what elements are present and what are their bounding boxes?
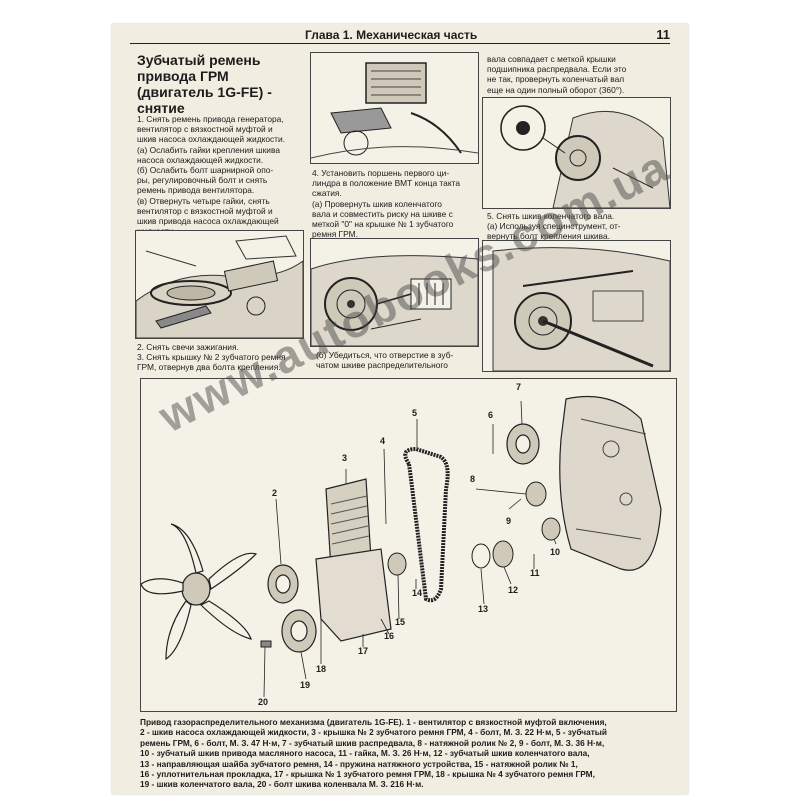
- callout-2: 2: [272, 488, 278, 498]
- figure-cover-removal: [310, 52, 479, 164]
- step4b-text: (б) Убедиться, что отверстие в зуб- чато…: [316, 350, 453, 370]
- callout-18: 18: [316, 664, 327, 674]
- text-line: (а) Провернуть шкив коленчатого: [312, 198, 442, 209]
- caption-line: 19 - шкив коленчатого вала, 20 - болт шк…: [140, 779, 424, 790]
- text-line: вентилятор с вязкостной муфтой и: [137, 205, 273, 216]
- callout-8: 8: [470, 474, 476, 484]
- text-line: (а) Используя специнструмент, от-: [487, 221, 621, 232]
- text-line: (б) Ослабить болт шарнирной опо-: [137, 165, 274, 176]
- caption-line: 2 - шкив насоса охлаждающей жидкости, 3 …: [140, 727, 607, 738]
- caption-line: 13 - направляющая шайба зубчатого ремня,…: [140, 758, 578, 769]
- callout-16: 16: [384, 631, 395, 641]
- callout-5: 5: [412, 408, 418, 418]
- callout-11: 11: [530, 568, 540, 578]
- text-line: вала совпадает с меткой крышки: [487, 54, 616, 64]
- figure-cam-pulley: [482, 97, 671, 209]
- section-title-line: привода ГРМ: [137, 68, 229, 84]
- step4-text: 4. Установить поршень первого ци- линдра…: [312, 168, 460, 239]
- section-title-line: снятие: [137, 100, 185, 116]
- text-line: 4. Установить поршень первого ци-: [312, 168, 450, 178]
- text-line: чатом шкиве распределительного: [316, 360, 448, 371]
- text-line: ремень привода вентилятора.: [137, 185, 255, 196]
- text-line: меткой "0" на крышке № 1 зубчатого: [312, 219, 454, 230]
- text-line: насоса охлаждающей жидкости.: [137, 154, 264, 165]
- text-line: еще на один полный оборот (360°).: [487, 84, 625, 95]
- callout-14: 14: [412, 588, 423, 598]
- text-line: ГРМ, отвернув два болта крепления.: [137, 362, 281, 373]
- text-line: шкив привода насоса охлаждающей: [137, 216, 279, 227]
- text-line: (б) Убедиться, что отверстие в зуб-: [316, 350, 454, 360]
- chapter-title: Глава 1. Механическая часть: [305, 28, 478, 42]
- caption-line: 10 - зубчатый шкив привода масляного нас…: [140, 748, 590, 759]
- text-line: вентилятор с вязкостной муфтой и: [137, 124, 273, 135]
- callout-12: 12: [508, 585, 519, 595]
- header-divider: [130, 43, 670, 44]
- callout-10: 10: [550, 547, 561, 557]
- text-line: 2. Снять свечи зажигания.: [137, 342, 239, 352]
- section-title-line: Зубчатый ремень: [137, 52, 261, 68]
- text-line: (в) Отвернуть четыре гайки, снять: [137, 195, 270, 206]
- text-line: подшипника распредвала. Если это: [487, 64, 627, 75]
- callout-17: 17: [358, 646, 369, 656]
- callout-19: 19: [300, 680, 311, 690]
- callout-15: 15: [395, 617, 406, 627]
- callout-3: 3: [342, 453, 348, 463]
- step5-text: 5. Снять шкив коленчатого вала. (а) Испо…: [487, 211, 621, 242]
- caption-line: ремень ГРМ, 6 - болт, М. З. 47 Н·м, 7 - …: [140, 737, 605, 748]
- page-number: 11: [656, 27, 670, 42]
- text-line: не так, провернуть коленчатый вал: [487, 74, 625, 85]
- callout-7: 7: [516, 382, 522, 392]
- text-line: ры, регулировочный болт и снять: [137, 175, 268, 186]
- figure-caption: Привод газораспределительного механизма …: [140, 717, 685, 790]
- text-line: сжатия.: [312, 188, 342, 199]
- text-line: вернуть болт крепления шкива.: [487, 231, 610, 242]
- step2-3-text: 2. Снять свечи зажигания. 3. Снять крышк…: [137, 342, 286, 373]
- figure-fan-belt: [135, 230, 304, 339]
- callout-13: 13: [478, 604, 489, 614]
- callout-4: 4: [380, 436, 386, 446]
- text-line: (а) Ослабить гайки крепления шкива: [137, 144, 280, 155]
- text-line: 5. Снять шкив коленчатого вала.: [487, 211, 615, 221]
- figure-pulley-removal: [482, 240, 671, 372]
- callout-6: 6: [488, 410, 494, 420]
- section-title-line: (двигатель 1G-FE) -: [137, 84, 272, 100]
- text-line: 3. Снять крышку № 2 зубчатого ремня: [137, 352, 286, 363]
- text-line: ремня ГРМ.: [312, 229, 358, 240]
- figure-crank-mark: [310, 238, 479, 347]
- text-line: 1. Снять ремень привода генератора,: [137, 114, 284, 124]
- text-line: вала и совместить риску на шкиве с: [312, 208, 453, 219]
- caption-line: 16 - уплотнительная прокладка, 17 - крыш…: [140, 769, 595, 780]
- text-line: линдра в положение ВМТ конца такта: [312, 178, 460, 189]
- callout-9: 9: [506, 516, 512, 526]
- step1-text: 1. Снять ремень привода генератора, вент…: [137, 114, 285, 236]
- section-title: Зубчатый ремень привода ГРМ (двигатель 1…: [137, 52, 307, 116]
- caption-line: Привод газораспределительного механизма …: [140, 717, 607, 727]
- figure-exploded-view: [140, 378, 677, 712]
- page-header: Глава 1. Механическая часть 11: [130, 27, 670, 44]
- continuation-text: вала совпадает с меткой крышки подшипник…: [487, 54, 626, 95]
- callout-20: 20: [258, 697, 269, 707]
- text-line: шкив насоса охлаждающей жидкости.: [137, 134, 286, 145]
